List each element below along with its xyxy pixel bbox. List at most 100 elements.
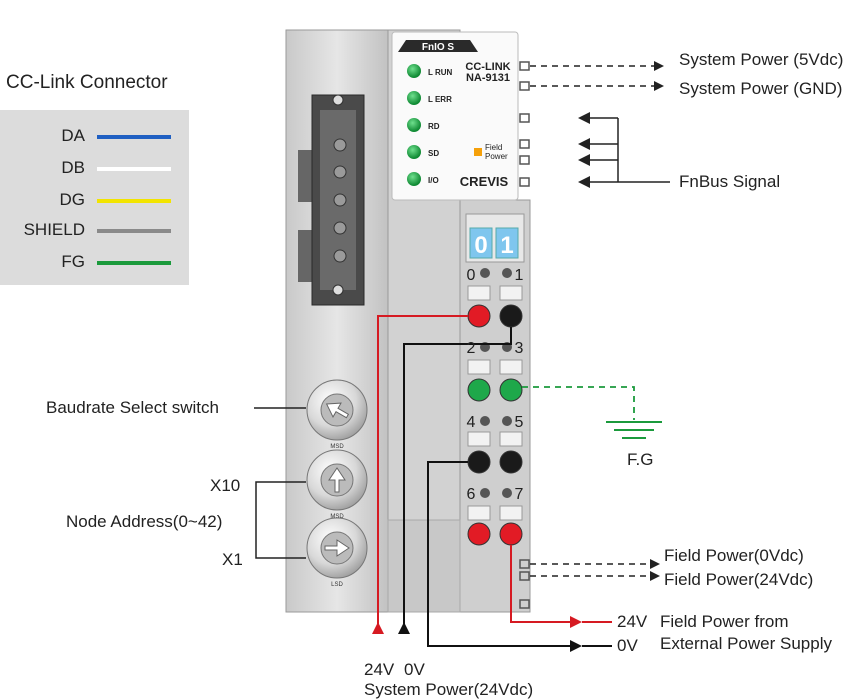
switch-label-baudrate: MSD <box>330 444 344 450</box>
label-fnbus-signal: FnBus Signal <box>679 172 781 191</box>
terminal-number-3: 3 <box>515 340 524 357</box>
field-power-arrows <box>650 559 660 581</box>
product-line-text: CC-LINK <box>465 61 510 73</box>
label-panel <box>391 31 519 201</box>
fnbus-arrows <box>578 112 590 188</box>
node-address-x10-switch[interactable] <box>306 449 368 511</box>
terminal-2[interactable] <box>467 378 491 402</box>
channel-display-1 <box>495 227 519 259</box>
label-ext-0v: 0V <box>617 636 638 655</box>
fg-ground <box>522 386 662 439</box>
field-0v-arrow <box>570 640 582 652</box>
legend-label-da: DA <box>61 126 85 145</box>
legend-label-shield: SHIELD <box>23 220 85 239</box>
legend-label-db: DB <box>61 158 85 177</box>
system-power-arrows <box>654 61 664 91</box>
terminal-number-5: 5 <box>515 414 524 431</box>
legend-wire-da <box>97 135 171 139</box>
terminals <box>467 304 523 546</box>
brand-tab <box>398 40 478 52</box>
label-external-power-supply: External Power Supply <box>660 634 832 653</box>
channel-display-0 <box>469 227 493 259</box>
label-fg: F.G <box>627 450 654 469</box>
legend-wire-fg <box>97 261 171 265</box>
legend-label-dg: DG <box>59 190 86 209</box>
label-baudrate-switch: Baudrate Select switch <box>46 398 219 417</box>
terminal-4[interactable] <box>467 450 491 474</box>
channel-display-digit-1: 1 <box>500 232 513 259</box>
legend-wire-shield <box>97 229 171 233</box>
legend-row-da: DA <box>0 124 189 148</box>
field-power-label-2: Power <box>485 152 508 161</box>
cc-link-connector <box>298 94 365 306</box>
terminal-number-2: 2 <box>467 340 476 357</box>
fnbus-signal-lines <box>588 117 670 183</box>
node-address-bracket <box>255 481 306 559</box>
node-address-x1-switch[interactable] <box>306 517 368 579</box>
label-system-power-5v: System Power (5Vdc) <box>679 50 844 69</box>
legend-row-dg: DG <box>0 188 189 212</box>
legend-row-fg: FG <box>0 250 189 274</box>
status-leds <box>407 64 421 186</box>
switch-label-x10: MSD <box>330 514 344 520</box>
label-ext-24v: 24V <box>617 612 648 631</box>
terminal-3[interactable] <box>499 378 523 402</box>
legend-wire-db <box>97 167 171 171</box>
legend-wire-dg <box>97 199 171 203</box>
terminal-number-7: 7 <box>515 486 524 503</box>
led-label-io: I/O <box>428 176 439 185</box>
led-sd <box>407 145 421 159</box>
label-field-power-0v: Field Power(0Vdc) <box>664 546 804 565</box>
maker-text: CREVIS <box>460 174 509 189</box>
baudrate-rotary-switch[interactable] <box>306 379 368 441</box>
channel-display-digit-0: 0 <box>474 232 487 259</box>
terminal-number-0: 0 <box>467 267 476 284</box>
brand-tab-text: FnIO S <box>422 42 455 53</box>
label-system-power-24v: System Power(24Vdc) <box>364 680 534 699</box>
field-24v-arrow <box>570 616 582 628</box>
led-rd <box>407 118 421 132</box>
label-system-power-gnd: System Power (GND) <box>679 79 843 98</box>
legend-title: CC-Link Connector <box>6 72 168 93</box>
legend-row-db: DB <box>0 156 189 180</box>
field-0v-wire <box>427 461 576 647</box>
model-text: NA-9131 <box>466 72 510 84</box>
terminal-number-6: 6 <box>467 486 476 503</box>
terminal-number-4: 4 <box>467 414 476 431</box>
led-label-l-err: L ERR <box>428 95 452 104</box>
field-power-indicator <box>474 148 482 156</box>
module-bottom-plate <box>387 519 461 613</box>
terminal-6[interactable] <box>467 522 491 546</box>
switch-label-x1: LSD <box>331 582 343 588</box>
label-sys-0v: 0V <box>404 660 425 679</box>
system-24v-arrow <box>372 622 384 634</box>
label-field-power-from: Field Power from <box>660 612 789 631</box>
right-notches <box>519 61 530 609</box>
legend-row-shield: SHIELD <box>0 218 189 242</box>
label-field-power-24v: Field Power(24Vdc) <box>664 570 814 589</box>
terminal-1[interactable] <box>499 304 523 328</box>
terminal-number-1: 1 <box>515 267 524 284</box>
system-0v-arrow <box>398 622 410 634</box>
terminal-0[interactable] <box>467 304 491 328</box>
legend-box: DA DB DG SHIELD FG <box>0 110 189 285</box>
label-sys-24v: 24V <box>364 660 395 679</box>
led-io <box>407 172 421 186</box>
field-power-label-1: Field <box>485 143 502 152</box>
led-l-err <box>407 91 421 105</box>
terminal-5[interactable] <box>499 450 523 474</box>
system-0v-wire <box>403 327 512 632</box>
module-body-right <box>459 199 531 613</box>
label-x10: X10 <box>210 476 241 495</box>
led-label-rd: RD <box>428 122 440 131</box>
system-power-dashed-lines <box>530 65 654 87</box>
led-l-run <box>407 64 421 78</box>
led-label-sd: SD <box>428 149 439 158</box>
terminal-7[interactable] <box>499 522 523 546</box>
label-node-address: Node Address(0~42) <box>66 512 223 531</box>
label-x1: X1 <box>222 550 243 569</box>
field-power-dashed-lines <box>530 563 650 577</box>
terminal-release-slots <box>467 285 523 521</box>
system-24v-wire <box>377 315 468 632</box>
